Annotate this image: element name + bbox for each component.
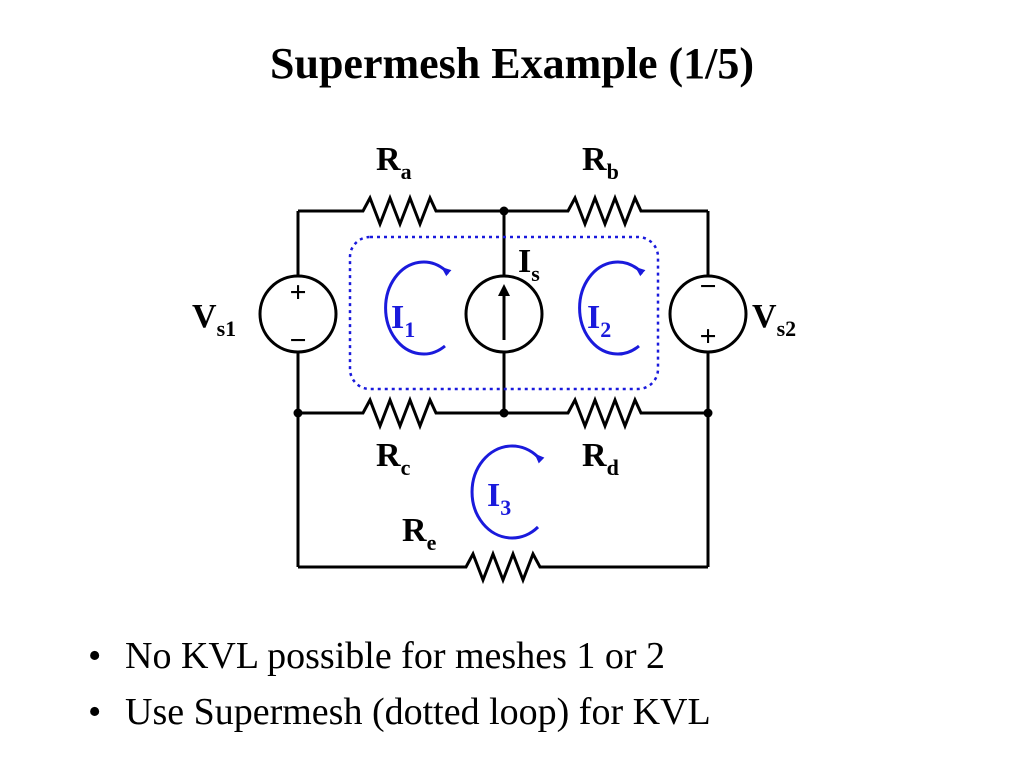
- supermesh-loop: [348, 235, 660, 391]
- junction-nodes: [293, 206, 713, 418]
- current-source-is: [464, 274, 544, 354]
- bullet-text: No KVL possible for meshes 1 or 2: [125, 635, 666, 677]
- node-mid-right: [703, 408, 713, 418]
- voltage-source-vs2: − +: [668, 270, 748, 354]
- node-mid-left: [293, 408, 303, 418]
- label-vs1: Vs1: [192, 298, 236, 341]
- label-rd: Rd: [582, 437, 619, 480]
- bullet-text: Use Supermesh (dotted loop) for KVL: [125, 691, 711, 733]
- label-ra: Ra: [376, 141, 412, 184]
- label-mesh-2: I2: [587, 299, 611, 342]
- vs2-top-sign: −: [699, 270, 716, 303]
- label-mesh-3: I3: [487, 477, 511, 520]
- bullet-item: • Use Supermesh (dotted loop) for KVL: [88, 684, 711, 740]
- vs2-bottom-sign: +: [699, 320, 716, 353]
- bullet-list: • No KVL possible for meshes 1 or 2 • Us…: [88, 628, 711, 740]
- vs2-symbol: [668, 274, 748, 354]
- label-is: Is: [518, 243, 540, 286]
- vs1-bottom-sign: −: [289, 324, 306, 357]
- bullet-marker: •: [88, 691, 102, 733]
- circuit-diagram: + − − + Ra Rb Rc Rd Re Vs1 Vs2 Is I1 I2 …: [192, 141, 796, 585]
- label-mesh-1: I1: [391, 299, 415, 342]
- label-re: Re: [402, 512, 437, 555]
- vs1-top-sign: +: [289, 276, 306, 309]
- wire-bottom: [298, 549, 708, 585]
- node-mid-center: [499, 408, 509, 418]
- label-rc: Rc: [376, 437, 411, 480]
- bullet-item: • No KVL possible for meshes 1 or 2: [88, 628, 711, 684]
- voltage-source-vs1: + −: [258, 274, 338, 357]
- label-rb: Rb: [582, 141, 619, 184]
- vs1-symbol: [258, 274, 338, 354]
- mesh-2-arrow-icon: [578, 260, 646, 356]
- mesh-arrows: [384, 260, 646, 540]
- bullet-marker: •: [88, 635, 102, 677]
- mesh-1-arrow-icon: [384, 260, 452, 356]
- slide-title: Supermesh Example (1/5): [270, 39, 754, 88]
- mesh-3-arrow-icon: [470, 444, 545, 540]
- wires: [296, 193, 710, 585]
- node-top-center: [499, 206, 509, 216]
- label-vs2: Vs2: [752, 298, 796, 341]
